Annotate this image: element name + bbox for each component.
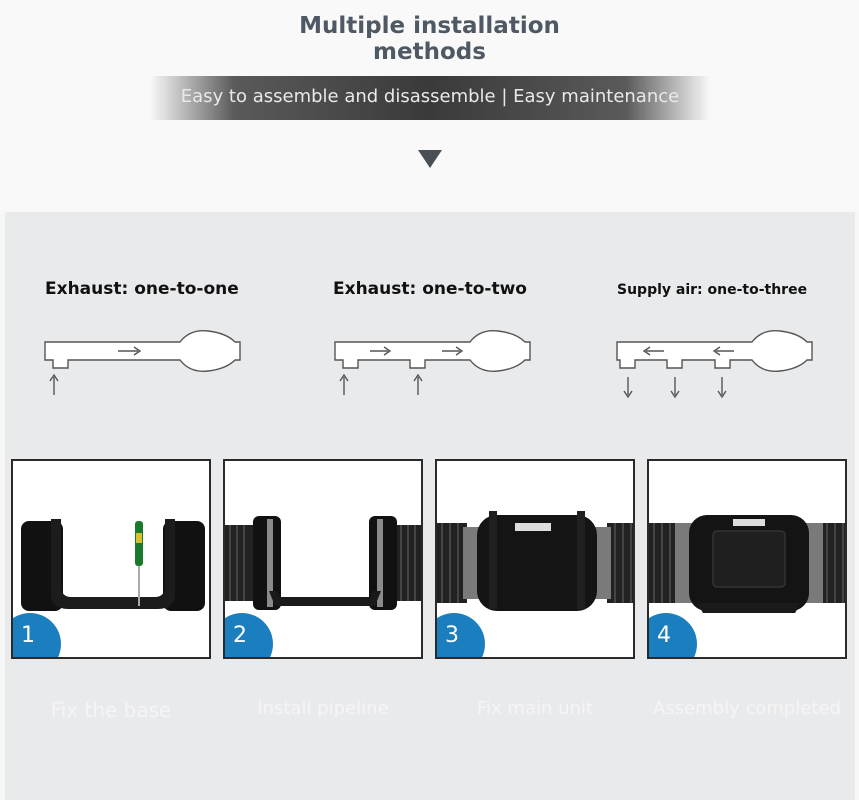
step-label-4: Assembly completed	[653, 698, 841, 719]
step-photo-1: 1	[11, 459, 211, 659]
diagram-one-to-one	[44, 330, 241, 395]
step-number: 2	[233, 623, 247, 648]
diagram-one-to-three	[616, 330, 813, 399]
subtitle-text: Easy to assemble and disassemble | Easy …	[180, 86, 680, 107]
step-number: 3	[445, 623, 459, 648]
method-label-one-to-two: Exhaust: one-to-two	[333, 279, 527, 299]
step-label-3: Fix main unit	[477, 698, 593, 719]
main-unit-illustration	[437, 511, 633, 611]
method-label-one-to-one: Exhaust: one-to-one	[45, 279, 239, 299]
method-label-one-to-three: Supply air: one-to-three	[617, 282, 808, 298]
base-bracket-illustration	[21, 519, 205, 611]
down-triangle-icon	[418, 150, 442, 168]
diagram-one-to-two	[334, 330, 531, 395]
step-photo-4: 4	[647, 459, 847, 659]
completed-assembly-illustration	[649, 515, 845, 613]
step-label-2: Install pipeline	[257, 698, 389, 719]
pipeline-illustration	[225, 516, 421, 610]
header-section: Multiple installation methods Easy to as…	[0, 0, 859, 210]
subtitle-banner	[150, 76, 710, 120]
page-title-line2: methods	[373, 39, 486, 65]
step-photo-2: 2	[223, 459, 423, 659]
step-photo-3: 3	[435, 459, 635, 659]
step-label-1: Fix the base	[50, 698, 172, 722]
step-number: 1	[21, 623, 35, 648]
step-number: 4	[657, 623, 671, 648]
page-title-line1: Multiple installation	[299, 13, 560, 39]
